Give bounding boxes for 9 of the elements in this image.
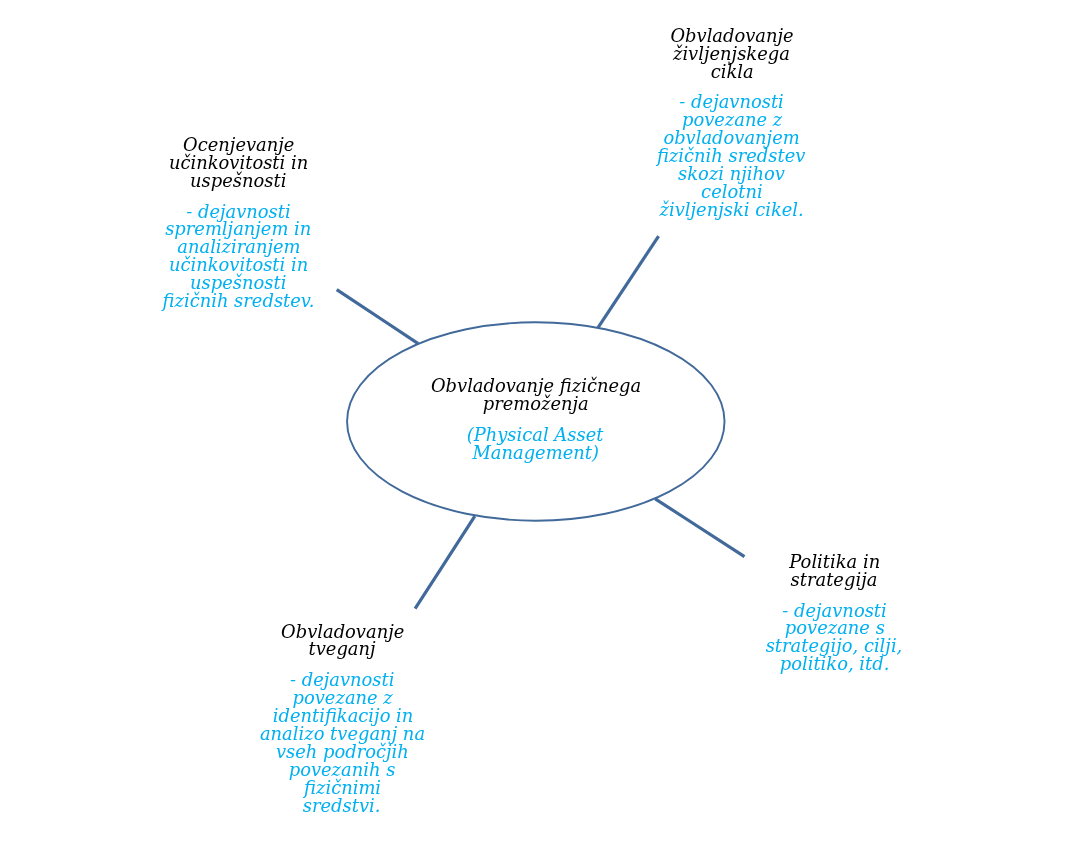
connector — [335, 288, 420, 345]
connector — [596, 235, 660, 329]
node-text: Obvladovanje tveganj - dejavnosti povezane z identifikacijo in analizo tveganj na vseh področjih povezanih s fizičnimi sredstvi. — [259, 620, 426, 816]
node-text: Obvladovanje življenjskega cikla - dejavnosti povezane z obvladovanjem fizičnih sredstev skozi njihov celotni življenjski cikel. — [657, 24, 806, 220]
node-text: Ocenjevanje učinkovitosti in uspešnosti - dejavnosti spremljanjem in analiziranjem učinkovitosti in uspešnosti fizičnih sredstev. — [162, 134, 315, 312]
node-text: Politika in strategija - dejavnosti povezane s strategijo, cilji, politiko, itd. — [765, 550, 903, 675]
connector — [413, 515, 477, 610]
node-ellipse: Obvladovanje fizičnega premoženja (Physical Asset Management) — [346, 321, 726, 522]
connector — [654, 497, 746, 558]
